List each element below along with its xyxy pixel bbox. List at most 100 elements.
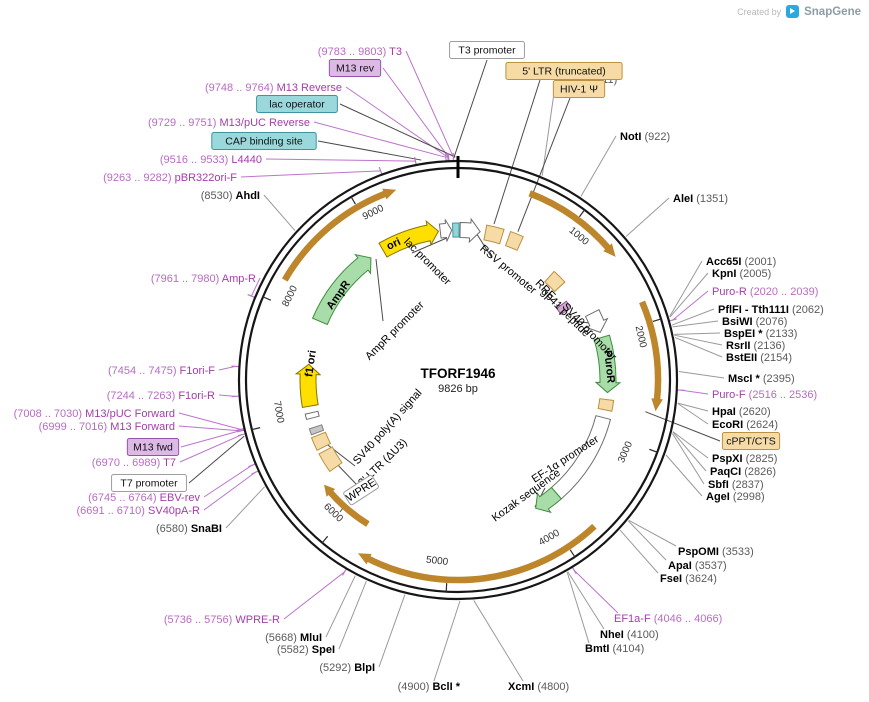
orf-arc-2[interactable] (528, 190, 612, 252)
label-f1-ori[interactable]: f1 ori (303, 349, 319, 377)
leader-pflfi-tth111i (671, 308, 715, 326)
m13-forward-label[interactable]: (6999 .. 7016) M13 Forward (39, 421, 175, 433)
blpi-label[interactable]: (5292) BlpI (319, 662, 375, 674)
m13-rev-label[interactable]: M13 rev (336, 63, 375, 75)
feature-t7-promoter[interactable] (304, 410, 320, 421)
mlui-label[interactable]: (5668) MluI (265, 632, 322, 644)
pspomi-label[interactable]: PspOMI (3533) (678, 546, 754, 558)
leader-agei (665, 454, 703, 497)
bsiwi-label[interactable]: BsiWI (2076) (722, 316, 787, 328)
cppt-cts-label[interactable]: cPPT/CTS (726, 436, 776, 448)
t3-primer-label[interactable]: (9783 .. 9803) T3 (318, 46, 402, 58)
snabi-label[interactable]: (6580) SnaBI (156, 523, 222, 535)
leader-spei (338, 580, 367, 650)
feature-puror[interactable] (593, 334, 622, 394)
sv40pa-r-label[interactable]: (6691 .. 6710) SV40pA-R (76, 505, 200, 517)
cap-binding-site-label[interactable]: CAP binding site (225, 136, 303, 148)
feature-lac-promoter[interactable] (438, 219, 453, 242)
msci-label[interactable]: MscI * (2395) (728, 373, 795, 385)
feature-misc-box[interactable] (308, 424, 325, 436)
5ltr-truncated-label[interactable]: 5' LTR (truncated) (522, 66, 606, 78)
amp-r-label[interactable]: (7961 .. 7980) Amp-R (151, 273, 256, 285)
leader-bmti (566, 572, 590, 644)
primer-mark-l4440 (414, 157, 417, 166)
feature-5ltr[interactable] (483, 224, 505, 245)
label-puror[interactable]: PuroR (601, 350, 616, 384)
paqci-label[interactable]: PaqCI (2826) (710, 466, 776, 478)
leader-m13-forward (178, 425, 241, 432)
leader-t7-promoter (188, 435, 245, 484)
feature-hiv1-psi[interactable] (504, 230, 524, 251)
orf-arc-4-arrowhead-icon (358, 553, 372, 565)
pflfi-tth111i-label[interactable]: PflFI - Tth111I (2062) (718, 304, 824, 316)
bsteii-label[interactable]: BstEII (2154) (726, 352, 792, 364)
wpre-r-label[interactable]: (5736 .. 5756) WPRE-R (164, 614, 280, 626)
puro-r-label[interactable]: Puro-R (2020 .. 2039) (712, 286, 818, 298)
feature-3ltr[interactable] (318, 446, 343, 473)
label-lac-promoter[interactable]: lac promoter (401, 236, 453, 288)
leader-kpni (669, 272, 709, 318)
m13-puc-forward-label[interactable]: (7008 .. 7030) M13/pUC Forward (14, 408, 175, 420)
bspei-label[interactable]: BspEI * (2133) (724, 328, 797, 340)
sbfi-label[interactable]: SbfI (2837) (708, 479, 764, 491)
bmti-label[interactable]: BmtI (4104) (585, 643, 644, 655)
t7-promoter-label[interactable]: T7 promoter (120, 478, 178, 490)
feature-ef1a-core[interactable] (535, 486, 563, 514)
alei-label[interactable]: AleI (1351) (673, 193, 728, 205)
fsei-label[interactable]: FseI (3624) (660, 573, 717, 585)
feature-rsv-promoter[interactable] (459, 217, 481, 244)
feature-rre[interactable] (544, 270, 566, 293)
snapgene-watermark[interactable]: Created by SnapGene (737, 5, 861, 18)
tick-label-7000: 7000 (271, 400, 286, 424)
feature-sv40-polya[interactable] (310, 431, 332, 451)
feature-ampr[interactable] (311, 253, 372, 326)
leader-label-ampr-promoter (375, 258, 384, 322)
leader-lac-operator (339, 103, 456, 158)
m13-reverse-label[interactable]: (9748 .. 9764) M13 Reverse (205, 82, 342, 94)
kpni-label[interactable]: KpnI (2005) (712, 268, 771, 280)
bcli-label[interactable]: (4900) BclI * (398, 681, 461, 693)
pbr322ori-f-label[interactable]: (9263 .. 9282) pBR322ori-F (103, 172, 237, 184)
hpai-label[interactable]: HpaI (2620) (712, 406, 771, 418)
t3-promoter-label[interactable]: T3 promoter (458, 45, 516, 57)
t7-primer-label[interactable]: (6970 .. 6989) T7 (92, 457, 176, 469)
feature-f1-ori[interactable] (294, 363, 322, 409)
orf-arc-3[interactable] (639, 300, 662, 402)
acc65i-label[interactable]: Acc65I (2001) (706, 256, 776, 268)
l4440-label[interactable]: (9516 .. 9533) L4440 (160, 154, 262, 166)
noti-label[interactable]: NotI (922) (620, 131, 670, 143)
nhei-label[interactable]: NheI (4100) (600, 629, 659, 641)
created-by-text: Created by (737, 6, 782, 17)
feature-lac-operator[interactable] (452, 222, 460, 238)
ahdi-label[interactable]: (8530) AhdI (201, 190, 260, 202)
puro-f-label[interactable]: Puro-F (2516 .. 2536) (712, 389, 817, 401)
tick-4000 (569, 549, 576, 558)
pspxi-label[interactable]: PspXI (2825) (712, 453, 777, 465)
label-ampr-promoter[interactable]: AmpR promoter (363, 299, 427, 363)
ebv-rev-label[interactable]: (6745 .. 6764) EBV-rev (88, 492, 200, 504)
f1ori-r-label[interactable]: (7244 .. 7263) F1ori-R (107, 390, 215, 402)
apai-label[interactable]: ApaI (3537) (668, 560, 727, 572)
m13-fwd-label[interactable]: M13 fwd (133, 442, 173, 454)
label-ori[interactable]: ori (385, 236, 403, 253)
agei-label[interactable]: AgeI (2998) (706, 491, 765, 503)
feature-ori[interactable] (378, 219, 440, 258)
xcmi-label[interactable]: XcmI (4800) (508, 681, 569, 693)
orf-arc-4[interactable] (365, 523, 597, 584)
leader-hpai (677, 402, 709, 412)
m13-puc-reverse-label[interactable]: (9729 .. 9751) M13/pUC Reverse (148, 117, 310, 129)
feature-sv40-promoter[interactable] (584, 309, 609, 334)
leader-rsrii (674, 334, 723, 346)
orf-arc-1[interactable] (281, 189, 389, 282)
ef1a-f-label[interactable]: EF1a-F (4046 .. 4066) (614, 613, 722, 625)
f1ori-f-label[interactable]: (7454 .. 7475) F1ori-F (108, 365, 215, 377)
lac-operator-label[interactable]: lac operator (269, 99, 325, 111)
rsrii-label[interactable]: RsrII (2136) (726, 340, 785, 352)
feature-gp41[interactable] (556, 300, 572, 316)
spei-label[interactable]: (5582) SpeI (277, 644, 335, 656)
feature-cppt[interactable] (597, 398, 615, 412)
label-rsv-promoter[interactable]: RSV promoter (477, 243, 538, 297)
primer-mark-t7-primer (237, 433, 246, 437)
hiv1-psi-label[interactable]: HIV-1 Ψ (560, 84, 598, 96)
ecori-label[interactable]: EcoRI (2624) (712, 419, 778, 431)
